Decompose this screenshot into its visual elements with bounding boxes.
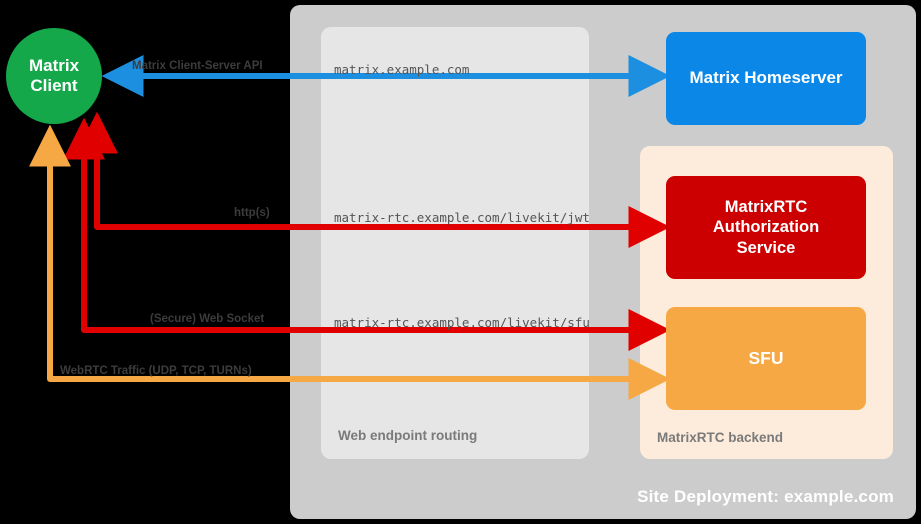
node-sfu[interactable]: SFU: [666, 307, 866, 410]
node-sfu-label: SFU: [748, 347, 784, 368]
endpoint-label-matrix-domain: matrix.example.com: [334, 62, 470, 77]
matrixrtc-backend-label: MatrixRTC backend: [657, 430, 784, 445]
node-matrix-homeserver[interactable]: Matrix Homeserver: [666, 32, 866, 125]
endpoint-label-livekit-sfu: matrix-rtc.example.com/livekit/sfu: [334, 315, 590, 330]
endpoint-label-livekit-jwt: matrix-rtc.example.com/livekit/jwt: [334, 210, 590, 225]
site-deployment-label: Site Deployment: example.com: [637, 487, 894, 506]
edge-label-client-server-api: Matrix Client-Server API: [132, 60, 263, 72]
edge-label-https: http(s): [234, 207, 270, 219]
web-endpoint-routing-container: Web endpoint routing: [321, 27, 589, 459]
web-endpoint-routing-label: Web endpoint routing: [338, 428, 478, 443]
node-matrix-homeserver-label: Matrix Homeserver: [689, 68, 843, 88]
edge-label-webrtc-traffic: WebRTC Traffic (UDP, TCP, TURNs): [60, 365, 252, 377]
edge-label-web-socket: (Secure) Web Socket: [150, 313, 265, 325]
